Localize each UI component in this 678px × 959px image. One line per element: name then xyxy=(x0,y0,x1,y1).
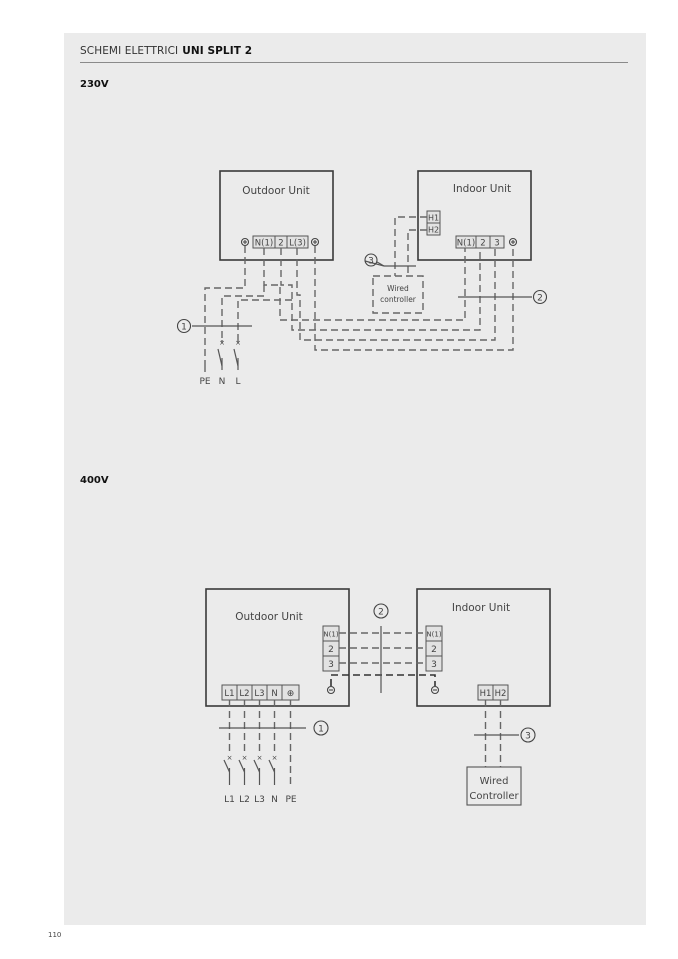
svg-text:×: × xyxy=(219,339,225,347)
terminal-n: N xyxy=(271,689,277,699)
supply-label-l: L xyxy=(235,377,240,387)
svg-text:×: × xyxy=(227,754,233,762)
breaker-switch: × xyxy=(217,339,225,370)
indoor-controller-terminal-block: H1 H2 xyxy=(477,684,509,701)
outdoor-unit-label-400v: Outdoor Unit xyxy=(235,611,303,623)
terminal-n1: N(1) xyxy=(255,239,273,249)
breaker-switches: × × × × xyxy=(223,754,278,785)
terminal-l3: L(3) xyxy=(289,239,306,249)
svg-text:×: × xyxy=(235,339,241,347)
callout-2-number: 2 xyxy=(537,294,543,304)
terminal-2: 2 xyxy=(431,645,437,655)
wired-controller-box xyxy=(372,275,424,314)
supply-label-n: N xyxy=(271,795,278,805)
callout-1 xyxy=(176,318,192,334)
cable-n xyxy=(221,285,265,340)
terminal-3: 3 xyxy=(328,660,334,670)
svg-text:×: × xyxy=(272,754,278,762)
cable-ground-link xyxy=(330,674,436,686)
page-number: 110 xyxy=(48,931,62,939)
terminal-2: 2 xyxy=(480,239,485,249)
callout-2 xyxy=(373,603,389,619)
terminal-2: 2 xyxy=(328,645,334,655)
page-panel xyxy=(64,33,646,925)
indoor-unit-label-400v: Indoor Unit xyxy=(452,602,510,614)
terminal-h2: H2 xyxy=(495,689,507,699)
supply-label-l1: L1 xyxy=(224,795,235,805)
section-title-400v: 400V xyxy=(80,475,109,486)
header-divider xyxy=(80,62,628,63)
terminal-2: 2 xyxy=(278,239,283,249)
terminal-h1: H1 xyxy=(428,214,439,223)
terminal-n1: N(1) xyxy=(426,631,441,639)
cable-3 xyxy=(296,248,496,341)
breaker-switch: × xyxy=(233,339,241,370)
callout-3-leader xyxy=(376,261,385,267)
callout-2 xyxy=(532,289,548,305)
terminal-l3: L3 xyxy=(254,689,264,699)
indoor-unit-box xyxy=(417,170,532,261)
cable-l xyxy=(237,299,292,340)
outdoor-link-terminal-block: N(1) 2 3 xyxy=(322,625,340,672)
outdoor-unit-box-400v xyxy=(205,588,350,707)
supply-label-pe: PE xyxy=(285,795,296,805)
cable-pe xyxy=(204,246,246,365)
indoor-link-terminal-block: N(1) 2 3 xyxy=(425,625,443,672)
callout-3 xyxy=(520,727,536,743)
header-section: SCHEMI ELETTRICI xyxy=(80,45,179,57)
terminal-3: 3 xyxy=(494,239,499,249)
ground-icon xyxy=(240,237,250,247)
svg-text:×: × xyxy=(257,754,263,762)
terminal-h2: H2 xyxy=(428,226,439,235)
callout-1-number: 1 xyxy=(181,323,187,333)
terminal-h1: H1 xyxy=(480,689,492,699)
outdoor-terminal-block: N(1) 2 L(3) xyxy=(252,235,309,249)
callout-1 xyxy=(313,720,329,736)
cable-n1 xyxy=(263,248,466,321)
wired-controller-label-1: Wired xyxy=(480,776,509,787)
callout-3-number: 3 xyxy=(525,732,531,742)
supply-label-n: N xyxy=(219,377,226,387)
cable-h1 xyxy=(394,216,427,276)
terminal-ground: ⊕ xyxy=(287,689,295,699)
controller-terminal-block: H1 H2 xyxy=(426,210,441,236)
ground-icon xyxy=(326,685,336,695)
terminal-n1: N(1) xyxy=(323,631,338,639)
wired-controller-label-2: controller xyxy=(380,295,417,304)
supply-label-l2: L2 xyxy=(239,795,250,805)
outdoor-unit-label: Outdoor Unit xyxy=(242,185,310,197)
wired-controller-box-400v xyxy=(466,766,522,806)
callout-2-number: 2 xyxy=(378,608,384,618)
cable-h2 xyxy=(407,229,427,276)
cable-ground-link xyxy=(314,246,514,351)
ground-icon xyxy=(310,237,320,247)
cable-2 xyxy=(280,248,481,331)
ground-icon xyxy=(508,237,518,247)
callout-1-number: 1 xyxy=(318,725,324,735)
svg-text:×: × xyxy=(242,754,248,762)
callout-3-number: 3 xyxy=(368,257,374,267)
supply-label-pe: PE xyxy=(199,377,210,387)
wired-controller-label-2: Controller xyxy=(469,791,519,802)
terminal-3: 3 xyxy=(431,660,437,670)
indoor-terminal-block: N(1) 2 3 xyxy=(455,235,505,249)
indoor-unit-label: Indoor Unit xyxy=(453,183,511,195)
terminal-l1: L1 xyxy=(224,689,234,699)
terminal-n1: N(1) xyxy=(457,239,475,249)
callout-3 xyxy=(364,253,378,267)
terminal-l2: L2 xyxy=(239,689,249,699)
wired-controller-label-1: Wired xyxy=(387,284,409,293)
supply-label-l3: L3 xyxy=(254,795,265,805)
outdoor-supply-terminal-block: L1 L2 L3 N ⊕ xyxy=(221,684,300,701)
section-title-230v: 230V xyxy=(80,79,109,90)
header-product: UNI SPLIT 2 xyxy=(182,45,253,57)
outdoor-unit-box xyxy=(219,170,334,261)
ground-icon xyxy=(430,685,440,695)
